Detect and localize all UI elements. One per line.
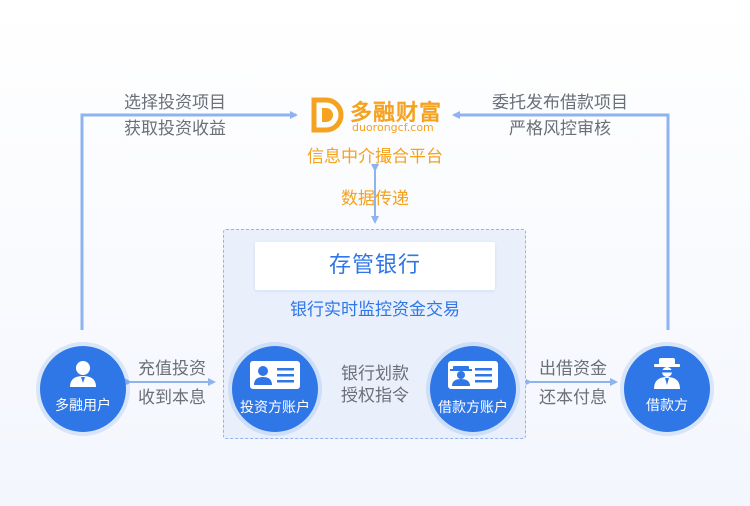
brand-logo: 多融财富 duorongcf.com [300,95,460,165]
bank-instruction-label-2: 授权指令 [341,386,409,406]
brand-name: 多融财富 [350,101,443,126]
investor-user-node: 多融用户 [40,346,126,432]
spy-icon [654,358,680,389]
borrower-account-label: 借款方账户 [438,400,508,416]
borrower-node: 借款方 [624,346,710,432]
brand-url: duorongcf.com [352,121,434,134]
right-flow-label-2: 还本付息 [539,388,607,408]
borrower-label: 借款方 [646,398,688,414]
logo-icon [311,97,344,133]
right-top-label-2: 严格风控审核 [509,119,611,139]
left-top-label-1: 选择投资项目 [124,93,226,113]
person-icon [70,361,96,387]
right-flow-label-1: 出借资金 [539,359,607,379]
bank-instruction-label-1: 银行划款 [341,364,409,384]
investor-user-label: 多融用户 [55,398,111,414]
left-flow-label-1: 充值投资 [138,359,206,379]
data-transfer-label: 数据传递 [341,189,409,209]
left-top-connector [80,111,298,330]
right-top-label-1: 委托发布借款项目 [492,93,628,113]
id-card-icon [250,361,300,389]
borrower-account-node: 借款方账户 [430,346,516,432]
platform-label: 信息中介撮合平台 [307,147,443,167]
bank-monitor-label: 银行实时监控资金交易 [290,300,460,320]
right-top-connector [452,111,670,330]
investor-account-node: 投资方账户 [232,346,318,432]
custody-bank-box: 存管银行 [255,242,495,290]
left-top-label-2: 获取投资收益 [124,119,226,139]
investor-account-label: 投资方账户 [240,400,310,416]
left-flow-label-2: 收到本息 [138,388,206,408]
id-card-spy-icon [448,361,498,389]
